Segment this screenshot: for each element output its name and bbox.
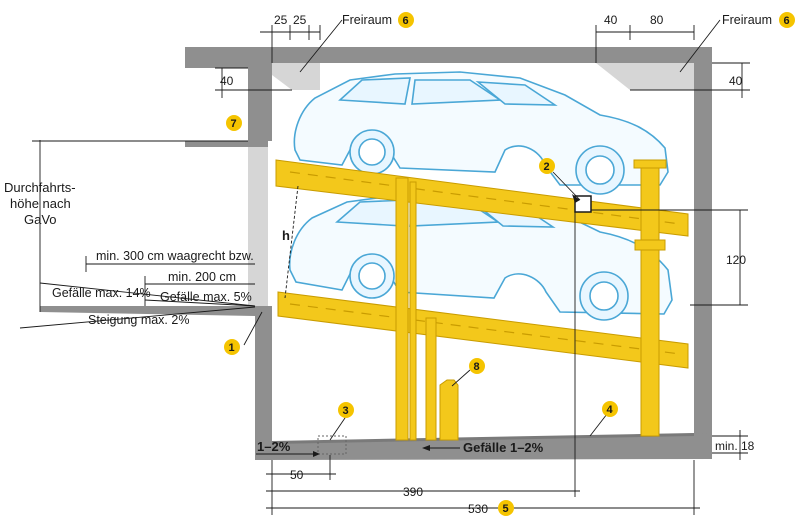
svg-text:2: 2 bbox=[544, 161, 550, 173]
upper-car bbox=[293, 71, 669, 195]
badge-6-left: 6 bbox=[398, 12, 414, 28]
svg-text:6: 6 bbox=[403, 15, 409, 27]
badges: 6 6 7 1 2 3 4 8 bbox=[224, 12, 795, 516]
svg-text:4: 4 bbox=[607, 404, 614, 416]
dim-bottom-390: 390 bbox=[403, 485, 423, 499]
upper-platform bbox=[275, 159, 689, 237]
right-column bbox=[640, 159, 660, 437]
dim-top-80: 80 bbox=[650, 13, 664, 27]
door-opening bbox=[248, 141, 268, 306]
label-freiraum-right: Freiraum bbox=[722, 13, 772, 27]
dimension-lines bbox=[19, 19, 750, 515]
floor-drain bbox=[317, 435, 347, 455]
left-post-a bbox=[395, 177, 409, 441]
dim-bottom-50: 50 bbox=[290, 468, 304, 482]
svg-text:7: 7 bbox=[231, 118, 237, 130]
badge-8: 8 bbox=[469, 358, 485, 374]
text-labels: 25 25 Freiraum 40 80 Freiraum 40 40 120 … bbox=[4, 13, 772, 516]
badge-7: 7 bbox=[226, 115, 242, 131]
svg-text:6: 6 bbox=[784, 15, 790, 27]
dim-right-120: 120 bbox=[726, 253, 746, 267]
dim-min18: min. 18 bbox=[715, 439, 755, 453]
left-post-c bbox=[425, 317, 437, 441]
label-durchfahrt-2: höhe nach bbox=[10, 196, 71, 211]
label-steigung2: Steigung max. 2% bbox=[88, 313, 189, 327]
label-gefaelle14: Gefälle max. 14% bbox=[52, 286, 151, 300]
label-min200: min. 200 cm bbox=[168, 270, 236, 284]
label-floor-slope-right: Gefälle 1–2% bbox=[463, 440, 544, 455]
label-freiraum-left: Freiraum bbox=[342, 13, 392, 27]
svg-text:5: 5 bbox=[503, 503, 509, 515]
lower-platform bbox=[277, 291, 689, 369]
ceiling-slab bbox=[185, 47, 712, 68]
svg-text:8: 8 bbox=[474, 361, 480, 373]
pit-floor bbox=[272, 433, 694, 444]
dim-left-40: 40 bbox=[220, 74, 234, 88]
badge-2: 2 bbox=[539, 158, 555, 174]
dim-top-25b: 25 bbox=[293, 13, 307, 27]
driveway-slab bbox=[40, 306, 255, 316]
dim-right-40: 40 bbox=[729, 74, 743, 88]
label-floor-slope-left: 1–2% bbox=[257, 439, 291, 454]
lower-car bbox=[288, 193, 673, 321]
dim-top-25a: 25 bbox=[274, 13, 288, 27]
label-durchfahrt-1: Durchfahrts- bbox=[4, 180, 76, 195]
dim-top-40: 40 bbox=[604, 13, 618, 27]
lift-structure bbox=[275, 159, 689, 455]
label-gefaelle5: Gefälle max. 5% bbox=[160, 290, 252, 304]
label-h: h bbox=[282, 228, 290, 243]
top-beam bbox=[185, 141, 268, 147]
left-wall-lower bbox=[255, 306, 272, 460]
badge-5: 5 bbox=[498, 500, 514, 516]
arrowheads bbox=[313, 194, 580, 457]
right-wall bbox=[694, 47, 712, 459]
freiraum-right-block bbox=[596, 63, 694, 90]
garage-structure bbox=[40, 47, 712, 460]
badge-3: 3 bbox=[338, 402, 354, 418]
hydraulic-unit bbox=[439, 379, 459, 441]
label-durchfahrt-3: GaVo bbox=[24, 212, 57, 227]
left-wall-upper bbox=[248, 63, 272, 141]
label-min300: min. 300 cm waagrecht bzw. bbox=[96, 249, 254, 263]
svg-text:3: 3 bbox=[343, 405, 349, 417]
badge-4: 4 bbox=[602, 401, 618, 417]
dim-bottom-530: 530 bbox=[468, 502, 488, 516]
left-post-b bbox=[409, 181, 417, 441]
badge-1: 1 bbox=[224, 339, 240, 355]
svg-text:1: 1 bbox=[229, 342, 235, 354]
freiraum-left-block bbox=[272, 63, 320, 90]
badge-6-right: 6 bbox=[779, 12, 795, 28]
